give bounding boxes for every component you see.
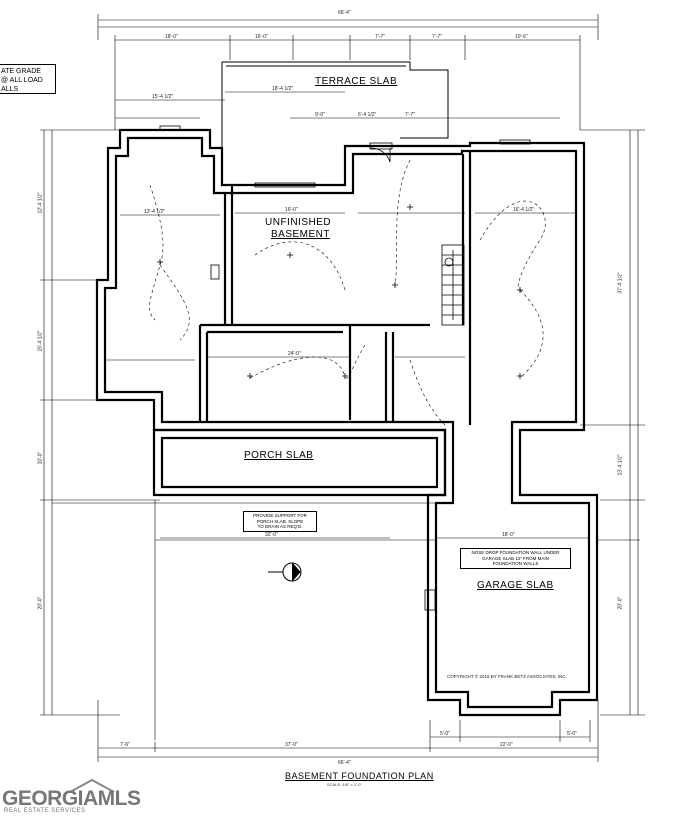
terrace-slab-outline — [221, 61, 449, 150]
plan-title: BASEMENT FOUNDATION PLAN — [285, 771, 434, 781]
dim-bottom-d: 5'-0" — [440, 731, 450, 737]
misc-features — [159, 125, 531, 611]
dim-porch-width: 32'-0" — [265, 532, 278, 538]
logo-tagline: REAL ESTATE SERVICES — [4, 808, 86, 814]
dim-right-a: 37'-4 1/2" — [617, 272, 624, 294]
dim-top-a: 18'-0" — [165, 34, 178, 40]
dim-overall-width-bottom: 66'-4" — [338, 760, 351, 766]
dim-left-b: 15'-4 1/2" — [37, 330, 44, 352]
terrace-slab-label: TERRACE SLAB — [315, 76, 398, 87]
corner-note-line-3: ALLS — [1, 86, 19, 93]
nose-drop-note: NOSE DROP FOUNDATION WALL UNDER GARAGE S… — [460, 548, 571, 569]
dimension-lines — [40, 14, 645, 762]
dim-room-b: 16'-0" — [285, 207, 298, 213]
dim-room-d: 16'-4 1/2" — [513, 207, 535, 213]
dim-mid-a: 15'-4 1/2" — [152, 94, 174, 100]
dim-room-a: 13'-4 1/2" — [144, 209, 166, 215]
dim-bottom-c: 22'-0" — [500, 742, 513, 748]
dim-top-e: 10'-6" — [515, 34, 528, 40]
dim-top-c: 7'-7" — [375, 34, 385, 40]
porch-support-note: PROVIDE SUPPORT FOR PORCH SLAB. SLOPE TO… — [243, 511, 317, 532]
electrical-circuits — [149, 159, 546, 426]
corner-note-line-2: @ ALL LOAD — [1, 77, 43, 84]
dim-left-d: 20'-0" — [37, 596, 44, 610]
dim-mid-b: 18'-4 1/2" — [272, 86, 294, 92]
georgia-mls-logo: GEORGIAMLS REAL ESTATE SERVICES — [0, 778, 141, 818]
dim-bottom-e: 5'-0" — [567, 731, 577, 737]
dim-mid-c: 9'-0" — [315, 112, 325, 118]
corner-note: ATE GRADE @ ALL LOAD ALLS — [0, 64, 56, 94]
dim-mid-e: 7'-7" — [405, 112, 415, 118]
garage-slab-label: GARAGE SLAB — [477, 580, 554, 591]
dim-top-d: 7'-7" — [432, 34, 442, 40]
dim-bottom-a: 7'-6" — [120, 742, 130, 748]
dim-room-c: 24'-0" — [288, 351, 301, 357]
basement-label: BASEMENT — [271, 229, 331, 240]
foundation-walls — [95, 128, 599, 717]
dim-top-b: 16'-0" — [255, 34, 268, 40]
dim-right-b: 20'-0" — [617, 596, 624, 610]
dim-left-c: 10'-0" — [37, 451, 44, 465]
dim-left-a: 12'-4 1/2" — [37, 192, 44, 214]
dim-right-c: 13'-4 1/2" — [617, 454, 624, 476]
plan-scale: SCALE: 1/8" = 1'-0" — [327, 782, 362, 787]
copyright-note: COPYRIGHT © 2016 BY FRANK BETZ ASSOCIATE… — [447, 674, 567, 679]
logo-wordmark: GEORGIAMLS — [2, 787, 141, 810]
dim-overall-width: 66'-4" — [338, 10, 351, 16]
dim-garage-width: 18'-0" — [502, 532, 515, 538]
porch-slab-label: PORCH SLAB — [244, 450, 314, 461]
stair — [441, 244, 465, 326]
dim-mid-d: 6'-4 1/2" — [358, 112, 377, 118]
light-fixtures — [157, 204, 523, 379]
logo-roof-icon — [69, 778, 115, 793]
corner-note-line-1: ATE GRADE — [1, 68, 41, 75]
section-marker-icon — [268, 562, 302, 582]
dim-bottom-b: 37'-0" — [285, 742, 298, 748]
unfinished-basement-label: UNFINISHED — [265, 217, 332, 228]
